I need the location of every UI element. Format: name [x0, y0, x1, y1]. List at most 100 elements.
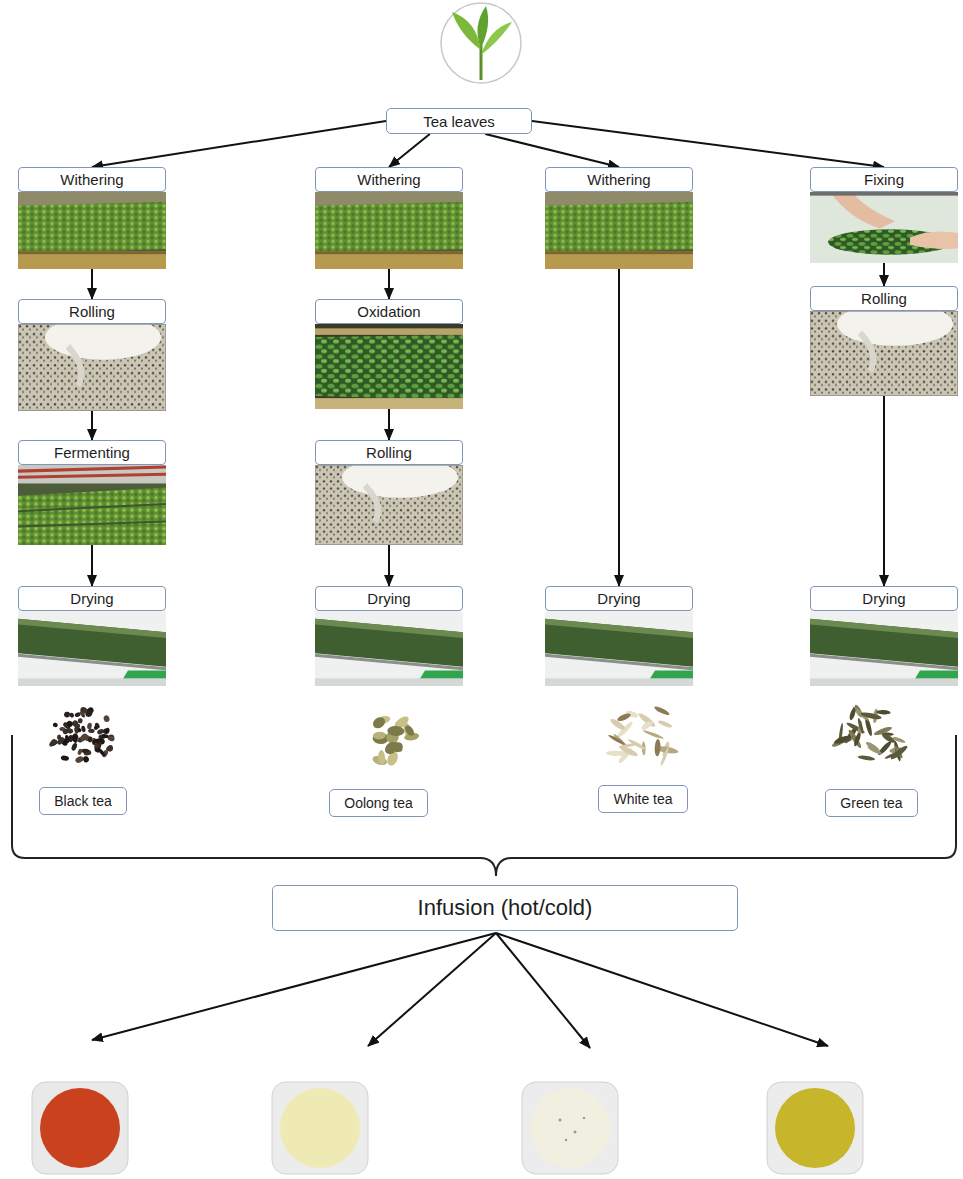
tea-leaf-piece	[71, 742, 79, 751]
tea-leaf-piece	[82, 755, 90, 763]
tea-leaf-piece	[607, 734, 626, 747]
tea-box: Infusion (hot/cold)	[272, 885, 738, 931]
process-arrow	[618, 269, 620, 586]
tea-leaf-piece	[77, 718, 83, 724]
tea-leaf-piece	[81, 725, 86, 732]
tea-leaf-piece	[85, 711, 91, 717]
tea-leaf-piece	[378, 750, 386, 765]
step-label: Drying	[18, 586, 166, 611]
tea-leaf-piece	[65, 727, 74, 734]
box-label: Black tea	[54, 793, 112, 809]
tea-leaf-piece	[74, 723, 80, 728]
process-step: Withering	[315, 167, 463, 269]
tea-box: Oolong tea	[329, 789, 428, 817]
process-step: Withering	[18, 167, 166, 269]
tea-leaf-piece	[877, 740, 893, 757]
tea-leaf-piece	[74, 712, 81, 718]
step-label: Oxidation	[315, 299, 463, 324]
step-label: Drying	[810, 586, 958, 611]
box-label: Green tea	[840, 795, 902, 811]
tea-leaf-piece	[387, 726, 405, 737]
tea-leaf-piece	[892, 736, 906, 744]
tea-leaf-piece	[74, 755, 84, 764]
tea-leaf-piece	[66, 720, 74, 728]
tea-leaf-piece	[107, 735, 115, 742]
box-label: Oolong tea	[344, 795, 413, 811]
tea-leaf-piece	[857, 755, 875, 762]
tea-box: Tea leaves	[386, 108, 532, 134]
tea-leaf-icon	[441, 3, 521, 83]
tea-leaf-piece	[660, 747, 670, 767]
tea-leaf-piece	[64, 711, 71, 717]
step-label: Fixing	[810, 167, 958, 192]
tea-leaf-piece	[848, 707, 856, 721]
process-arrow	[388, 409, 390, 440]
tea-leaf-piece	[403, 724, 416, 738]
process-step: Fixing	[810, 167, 958, 263]
step-label: Withering	[315, 167, 463, 192]
process-arrow	[91, 269, 93, 299]
tea-leaf-piece	[86, 710, 94, 718]
tea-leaf-piece	[56, 736, 66, 746]
step-label: Withering	[18, 167, 166, 192]
box-label: White tea	[613, 791, 672, 807]
tea-leaf-piece	[373, 731, 386, 739]
tea-leaf-piece	[616, 712, 631, 723]
tea-leaf-piece	[833, 734, 852, 745]
step-label: Rolling	[810, 286, 958, 311]
process-step: Withering	[545, 167, 693, 269]
tea-leaf-piece	[637, 712, 652, 723]
process-arrow	[883, 263, 885, 286]
tea-leaf-piece	[69, 712, 75, 718]
process-step: Rolling	[315, 440, 463, 545]
tea-box: White tea	[598, 785, 688, 813]
process-arrow	[389, 134, 430, 167]
tea-leaf-piece	[87, 722, 93, 729]
step-label: Withering	[545, 167, 693, 192]
tea-leaf-piece	[653, 705, 670, 716]
process-step: Drying	[545, 586, 693, 686]
tea-leaf-piece	[50, 739, 57, 746]
tea-leaf-piece	[88, 728, 95, 733]
process-arrow	[91, 411, 93, 440]
tea-leaf-piece	[383, 739, 401, 756]
process-photo	[18, 192, 958, 686]
step-label: Drying	[315, 586, 463, 611]
tea-leaf-piece	[889, 744, 909, 761]
tea-leaf-piece	[873, 725, 893, 736]
tea-leaf-piece	[857, 718, 865, 735]
tea-leaf-piece	[884, 751, 899, 760]
tea-leaf-piece	[48, 738, 57, 748]
step-label: Drying	[545, 586, 693, 611]
tea-leaf-piece	[60, 755, 69, 761]
step-label: Rolling	[315, 440, 463, 465]
process-arrow	[883, 396, 885, 586]
tea-box: Black tea	[39, 787, 127, 815]
process-step: Drying	[18, 586, 166, 686]
process-arrow	[532, 121, 884, 167]
process-arrow	[485, 134, 619, 167]
cup-arrow	[92, 933, 828, 1048]
process-arrow	[92, 121, 386, 167]
tea-leaf-piece	[93, 743, 100, 750]
process-arrow	[91, 545, 93, 586]
tea-leaf-piece	[77, 748, 83, 755]
tea-leaf-piece	[876, 710, 891, 715]
process-step: Rolling	[18, 299, 166, 411]
box-label: Tea leaves	[423, 113, 495, 130]
box-label: Infusion (hot/cold)	[418, 895, 593, 921]
step-label: Fermenting	[18, 440, 166, 465]
process-step: Fermenting	[18, 440, 166, 545]
process-step: Oxidation	[315, 299, 463, 409]
process-arrow	[388, 269, 390, 299]
tea-leaf-piece	[103, 715, 110, 723]
tea-leaf-piece	[94, 722, 100, 729]
tea-leaf-piece	[642, 729, 664, 740]
process-arrow	[388, 545, 390, 586]
tea-leaf-piece	[657, 719, 673, 729]
tea-box: Green tea	[825, 789, 918, 817]
tea-pile	[48, 704, 909, 767]
tea-leaf-piece	[853, 732, 862, 747]
tea-leaf-piece	[865, 740, 882, 753]
